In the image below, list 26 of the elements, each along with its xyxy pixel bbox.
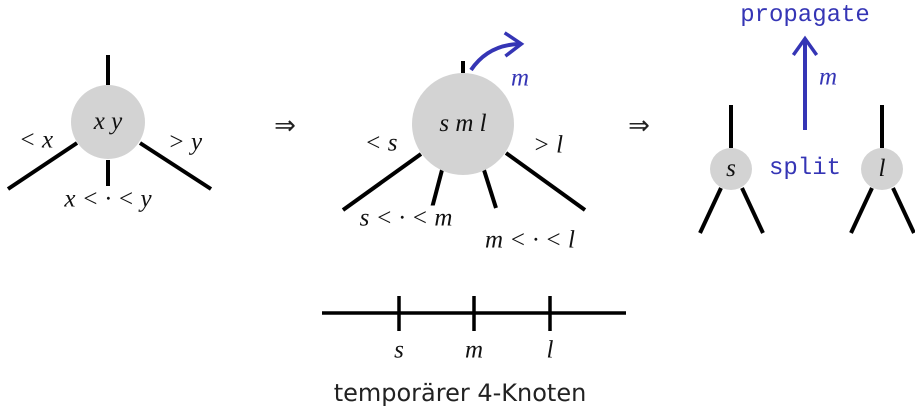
tree-branch-line	[482, 169, 498, 209]
tree-branch-line	[138, 141, 212, 191]
arrow	[469, 32, 524, 72]
node-keys: s m l	[439, 110, 487, 138]
tree-branch-line	[430, 170, 444, 208]
arrow	[792, 36, 818, 130]
tree-branch-line	[461, 61, 465, 73]
tree-branch-line	[729, 105, 733, 148]
tree-branch-line	[6, 141, 78, 191]
tree-node-circle	[861, 148, 903, 190]
caption: temporärer 4-Knoten	[334, 379, 586, 407]
tree-branch-line	[849, 187, 874, 234]
node-keys: l	[878, 155, 886, 183]
operation-label: split	[769, 157, 841, 181]
tree-branch-line	[504, 151, 586, 212]
tree-branch-line	[891, 187, 915, 234]
tree-branch-line	[106, 55, 110, 85]
node-keys: s	[726, 155, 736, 183]
tree-node-circle	[710, 148, 752, 190]
tree-branch-line	[698, 187, 723, 234]
tree-branch-line	[880, 105, 884, 148]
tree-branch-line	[342, 152, 422, 212]
tree-branch-line	[106, 160, 110, 186]
operation-label: propagate	[740, 4, 870, 28]
tree-branch-line	[740, 187, 765, 234]
node-keys: x y	[94, 108, 122, 136]
